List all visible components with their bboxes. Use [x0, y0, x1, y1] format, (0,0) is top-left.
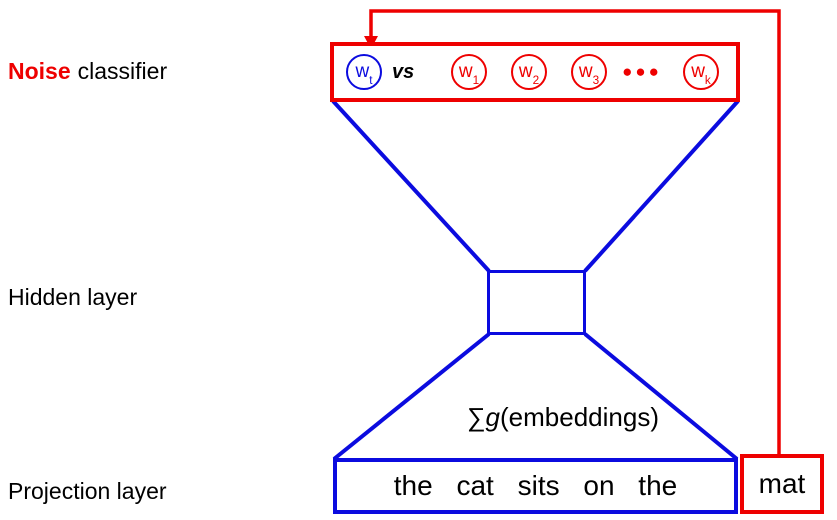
noise-word-node-1-label: w1	[458, 60, 480, 88]
target-word-node-label: wt	[355, 60, 373, 88]
noise-word-node-2-label: w2	[518, 60, 540, 88]
ellipsis-dots: ●●●	[622, 62, 662, 81]
noise-word-node-k: wk	[683, 54, 719, 90]
embeddings-args: (embeddings)	[500, 402, 659, 432]
target-word-node: wt	[346, 54, 382, 90]
target-word-box: mat	[740, 454, 824, 514]
noise-word-node-2: w2	[511, 54, 547, 90]
noise-word: Noise	[8, 58, 71, 84]
upper-left-edge	[331, 99, 491, 273]
lower-left-edge	[332, 332, 491, 461]
noise-word-node-k-label: wk	[691, 60, 711, 88]
hidden-layer-label: Hidden layer	[8, 284, 138, 310]
lower-right-edge	[583, 332, 739, 461]
projection-layer-label: Projection layer	[8, 478, 167, 504]
noise-word-node-3: w3	[571, 54, 607, 90]
g-function: g	[485, 402, 501, 432]
vs-label: vs	[392, 60, 415, 83]
noise-classifier-box: wt vs w1 w2 w3 ●●● wk	[330, 42, 740, 102]
classifier-word: classifier	[77, 58, 168, 84]
noise-word-node-1: w1	[451, 54, 487, 90]
projection-layer-box: the cat sits on the	[333, 458, 738, 514]
sum-embeddings-label: ∑g(embeddings)	[413, 402, 713, 433]
noise-word-node-3-label: w3	[578, 60, 600, 88]
sigma-symbol: ∑	[467, 402, 486, 432]
upper-right-edge	[583, 99, 740, 273]
hidden-layer-box	[487, 270, 586, 335]
